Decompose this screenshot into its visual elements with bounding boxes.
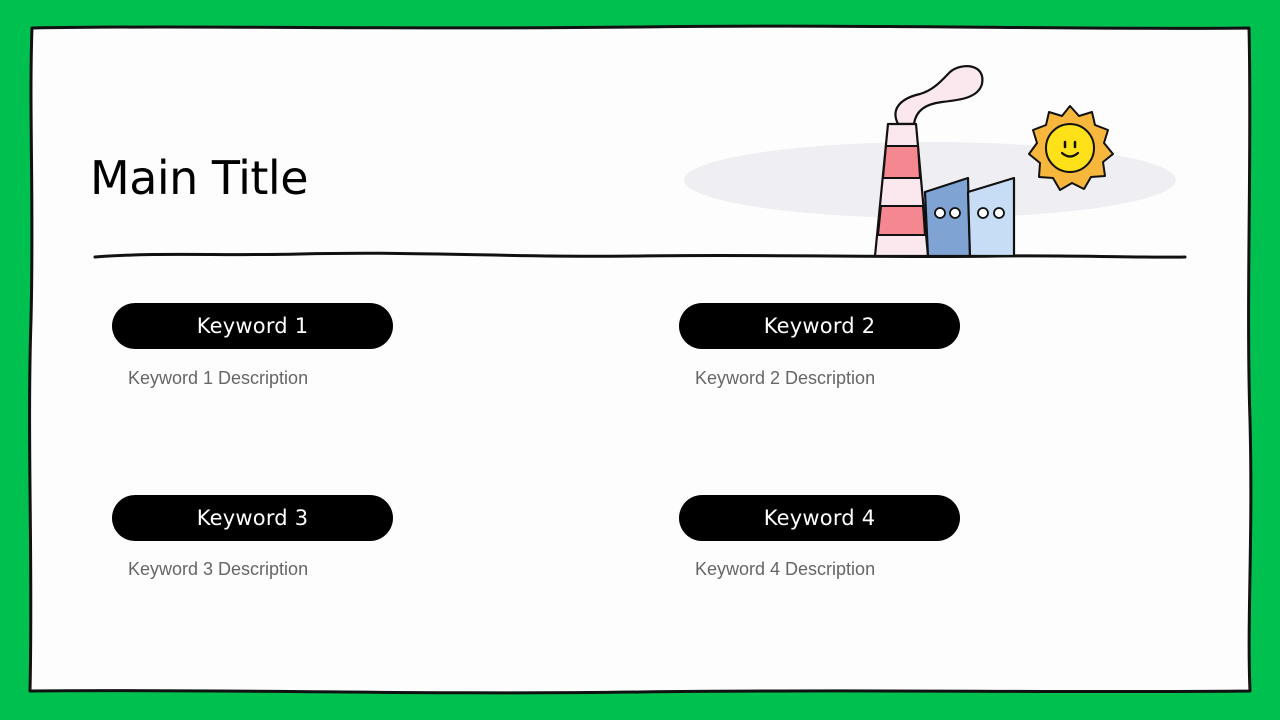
sun-icon [1028,105,1114,191]
factory-icon [873,122,1016,258]
keyword-description-1: Keyword 1 Description [128,368,309,388]
keyword-description-4: Keyword 4 Description [695,559,876,579]
keyword-description-2: Keyword 2 Description [695,368,876,388]
factory-illustration [684,65,1176,258]
page-title: Main Title [90,151,309,205]
keyword-pill-3: Keyword 3 [112,495,393,541]
smoke-icon [894,65,984,126]
keyword-pill-1: Keyword 1 [112,303,393,349]
keyword-description-3: Keyword 3 Description [128,559,309,579]
keyword-pill-4: Keyword 4 [679,495,960,541]
title-divider [93,251,1187,259]
keyword-pill-2: Keyword 2 [679,303,960,349]
